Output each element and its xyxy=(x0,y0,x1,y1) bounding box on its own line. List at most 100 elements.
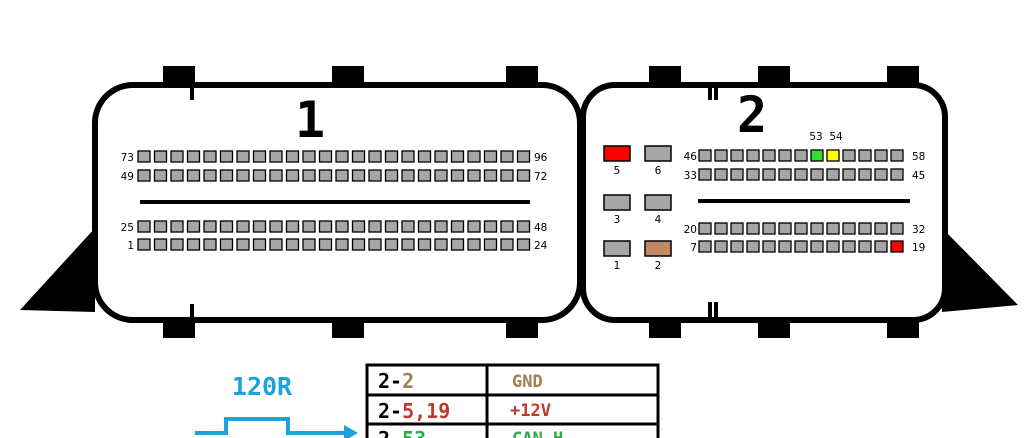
pin xyxy=(746,240,760,253)
pin xyxy=(730,168,744,181)
pin xyxy=(778,222,792,235)
pin xyxy=(890,240,904,253)
left-wedge xyxy=(20,228,95,312)
big-pin-label: 1 xyxy=(614,260,621,272)
big-pin-6 xyxy=(644,145,672,162)
pin xyxy=(252,150,267,163)
right-wedge xyxy=(942,228,1018,312)
pin xyxy=(516,238,531,251)
connector-2-notch xyxy=(714,302,718,318)
pin xyxy=(450,220,465,233)
pin xyxy=(384,169,399,182)
c1-row-label: 73 xyxy=(121,152,134,164)
pin xyxy=(467,220,481,233)
pin xyxy=(500,220,514,233)
pin xyxy=(302,220,316,233)
pin xyxy=(500,169,514,182)
pin xyxy=(318,220,333,233)
pin xyxy=(137,150,151,163)
pin xyxy=(810,240,824,253)
pin xyxy=(137,238,151,251)
pin xyxy=(417,150,432,163)
pin xyxy=(351,150,366,163)
pin xyxy=(302,238,316,251)
pin xyxy=(826,240,840,253)
pin xyxy=(236,220,250,233)
pin-table-border xyxy=(365,363,660,438)
pin xyxy=(401,220,415,233)
c1-row-label: 24 xyxy=(534,240,548,252)
pin xyxy=(467,238,481,251)
pin xyxy=(858,149,872,162)
pin xyxy=(842,168,856,181)
connector-2-title: 2 xyxy=(737,86,767,144)
pin xyxy=(890,222,904,235)
pin xyxy=(318,169,333,182)
pin xyxy=(500,238,514,251)
pin xyxy=(746,149,760,162)
pin xyxy=(714,168,728,181)
pin xyxy=(794,168,808,181)
c1-row-label: 96 xyxy=(534,152,548,164)
big-pin-label: 5 xyxy=(614,165,621,177)
pin xyxy=(335,150,349,163)
pin xyxy=(730,149,744,162)
connector-2-notch xyxy=(708,302,712,318)
pin xyxy=(285,220,300,233)
big-pin-label: 4 xyxy=(655,214,662,226)
pin xyxy=(269,238,283,251)
connector-1-notch xyxy=(190,304,194,318)
pin xyxy=(826,168,840,181)
pin xyxy=(318,150,333,163)
pin xyxy=(401,150,415,163)
pin xyxy=(730,240,744,253)
pin xyxy=(778,149,792,162)
c1-row-label: 72 xyxy=(534,171,547,183)
pin xyxy=(794,222,808,235)
pin xyxy=(417,169,432,182)
connector-1-notch xyxy=(190,86,194,100)
c2-row-label: 33 xyxy=(684,170,697,182)
connector-2-notch xyxy=(708,86,712,100)
pin xyxy=(826,222,840,235)
pin xyxy=(285,169,300,182)
connector-1-title: 1 xyxy=(295,91,325,149)
pin xyxy=(794,240,808,253)
table-signal-power: +12V xyxy=(510,401,551,421)
pin xyxy=(170,169,184,182)
pin xyxy=(874,149,888,162)
pin xyxy=(417,220,432,233)
pin xyxy=(810,149,824,162)
table-row: 2-2 xyxy=(378,369,414,393)
pin xyxy=(384,150,399,163)
pin xyxy=(746,222,760,235)
pin xyxy=(516,150,531,163)
pin xyxy=(483,150,498,163)
pin xyxy=(778,240,792,253)
pin xyxy=(516,220,531,233)
pin-table: 2-2 GND 2-5,19 +12V 2-53 CAN-H xyxy=(365,363,660,438)
arrow-head-icon xyxy=(344,425,358,438)
c2-row-label: 19 xyxy=(912,242,925,254)
pin xyxy=(698,240,712,253)
pin xyxy=(219,169,234,182)
pin xyxy=(236,238,250,251)
pin xyxy=(351,220,366,233)
pin xyxy=(384,220,399,233)
pin xyxy=(137,169,151,182)
pin xyxy=(137,220,151,233)
pin xyxy=(153,150,168,163)
pin xyxy=(842,240,856,253)
pin xyxy=(826,149,840,162)
pin xyxy=(170,238,184,251)
c2-row-label: 32 xyxy=(912,224,925,236)
pin xyxy=(252,169,267,182)
pin xyxy=(186,238,201,251)
pin xyxy=(401,169,415,182)
pin xyxy=(203,220,217,233)
pin xyxy=(698,168,712,181)
pin xyxy=(285,150,300,163)
pin xyxy=(384,238,399,251)
pin xyxy=(269,220,283,233)
pin xyxy=(762,222,776,235)
